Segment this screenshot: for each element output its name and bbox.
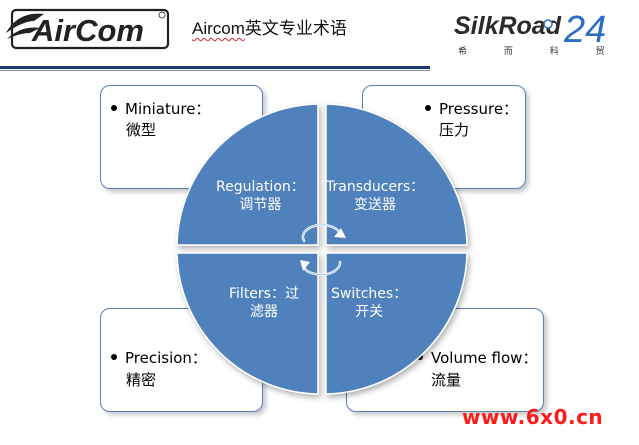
silkroad-logo-number: 24 <box>563 9 606 51</box>
title-cjk: 英文专业术语 <box>244 19 347 38</box>
quadrant-label-cn: 开关 <box>355 304 384 320</box>
quadrant-label-cn: 调节器 <box>239 197 282 213</box>
quadrant-label-cn: 变送器 <box>354 197 397 213</box>
quadrant-label-en: Filters：过 <box>229 286 299 302</box>
title-latin: Aircom <box>192 19 245 38</box>
box-label-cn: 流量 <box>431 371 462 389</box>
quadrant-regulation <box>176 103 319 246</box>
header-rule-light <box>0 70 430 71</box>
header-rule <box>0 66 430 69</box>
box-label-en: Pressure： <box>439 100 519 118</box>
quadrant-label-cn: 滤器 <box>249 304 278 320</box>
silkroad-logo: SilkRoad 24 <box>454 9 606 51</box>
box-label-en: Miniature： <box>125 100 211 118</box>
quadrant-switches <box>325 252 468 395</box>
aircom-logo: AirCom <box>6 8 170 50</box>
quadrant-filters <box>176 252 319 395</box>
quadrant-label-switches: Switches： 开关 <box>331 285 407 321</box>
quadrant-label-filters: Filters：过 滤器 <box>229 285 299 321</box>
silkroad-subtitle: 希 而 科 贸 易 <box>458 47 639 57</box>
bullet-icon <box>111 353 117 360</box>
bullet-icon <box>425 104 431 111</box>
cycle-arrows-icon <box>300 223 346 276</box>
box-label-cn: 微型 <box>126 121 157 139</box>
aircom-logo-text: AirCom <box>31 13 144 48</box>
box-label-en: Precision： <box>125 349 207 367</box>
quadrant-label-regulation: Regulation： 调节器 <box>216 178 305 214</box>
quadrant-label-en: Regulation： <box>216 179 305 195</box>
box-label-cn: 精密 <box>126 371 157 389</box>
watermark: www.6x0.cn <box>462 405 604 429</box>
page-title: Aircom英文专业术语 <box>192 14 347 39</box>
quadrant-label-en: Transducers： <box>326 179 425 195</box>
slide-header: AirCom Aircom英文专业术语 SilkRoad 24 希 而 科 贸 … <box>0 0 639 72</box>
circle-quadrants <box>176 103 468 395</box>
quadrant-label-en: Switches： <box>331 286 408 302</box>
bullet-icon <box>111 104 117 111</box>
box-label-cn: 压力 <box>439 121 470 139</box>
box-label-en: Volume flow： <box>431 349 538 367</box>
quadrant-transducers <box>325 103 468 246</box>
quadrant-label-transducers: Transducers： 变送器 <box>326 178 424 214</box>
